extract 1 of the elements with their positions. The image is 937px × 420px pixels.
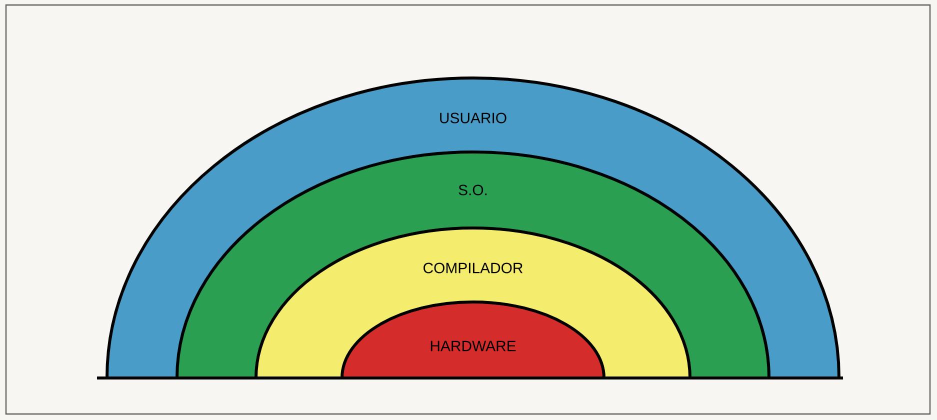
semicircle-band: HARDWARE xyxy=(340,300,606,380)
